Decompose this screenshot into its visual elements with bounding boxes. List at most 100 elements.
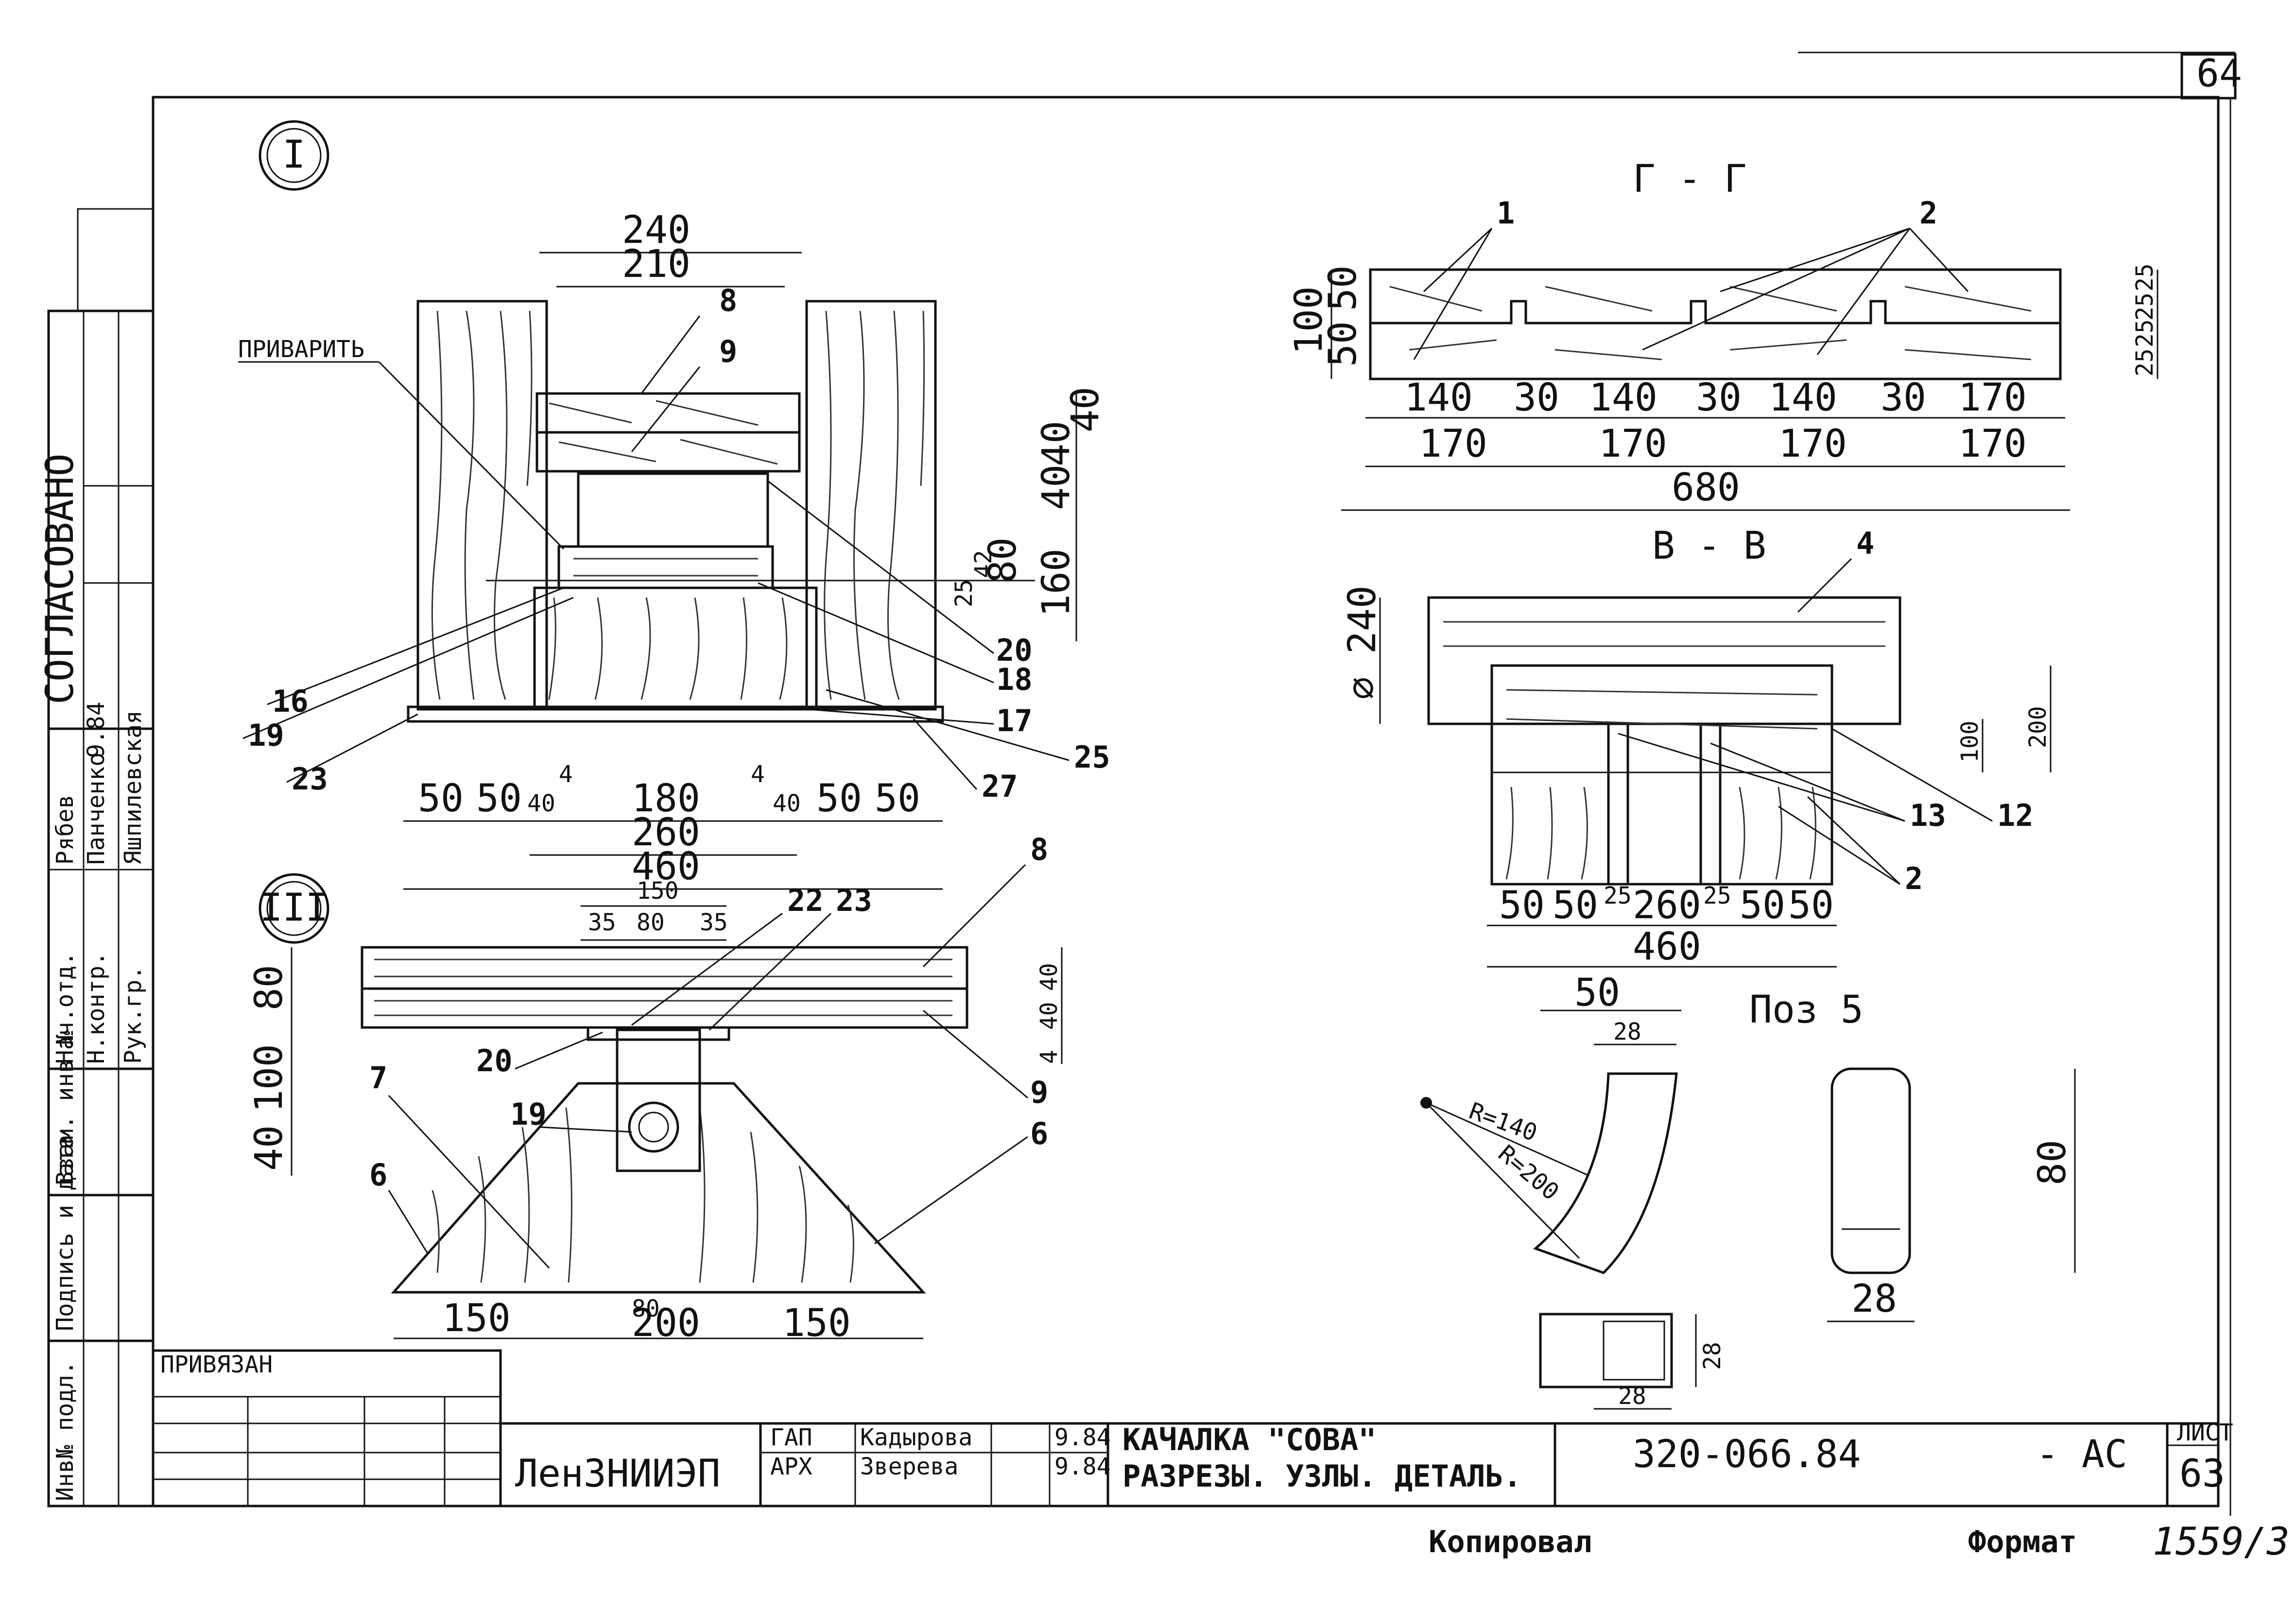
sheet-label: ЛИСТ — [2177, 1419, 2233, 1446]
section-GG-dim-row1-4: 30 — [1696, 376, 1742, 420]
node-I-dim-r6: 42 — [970, 550, 997, 578]
node-III-callout-19: 19 — [510, 1096, 547, 1132]
node-I-callout-18: 18 — [996, 662, 1033, 697]
node-III-dim-b1: 150 — [442, 1297, 511, 1340]
title-line-2: РАЗРЕЗЫ. УЗЛЫ. ДЕТАЛЬ. — [1122, 1458, 1521, 1494]
node-I-dim-b1: 50 — [418, 777, 464, 821]
node-III-dim-left-80: 80 — [247, 965, 291, 1010]
section-GG-dim-50a: 50 — [1321, 265, 1365, 311]
node-I-dim-460: 460 — [632, 845, 700, 889]
node-III-dim-left-100: 100 — [247, 1044, 291, 1113]
node-I-callout-16: 16 — [272, 684, 309, 719]
node-III-dim-right-1: 40 — [1036, 963, 1063, 991]
section-VV-dim-b6: 50 — [1740, 884, 1785, 927]
node-III-callout-20: 20 — [476, 1043, 513, 1078]
title-block: ПРИВЯЗАН ЛенЗНИИЭП ГАП АРХ Кадырова Звер… — [152, 1349, 2233, 1507]
section-GG-dim-row1-1: 140 — [1404, 376, 1473, 420]
node-I-dim-r3: 40 — [1035, 464, 1078, 510]
section-VV-dim-b4: 260 — [1633, 884, 1701, 927]
approval-name-2: Панченко — [83, 753, 110, 865]
pos5-dim-50: 50 — [1574, 971, 1620, 1015]
sheet-number-top-box — [2180, 53, 2237, 100]
approval-name-3: Яшпилевская — [120, 710, 147, 865]
pos5-side-view — [1830, 1067, 1911, 1274]
node-I-callout-20: 20 — [996, 633, 1033, 668]
node-I-dim-r2: 40 — [1035, 421, 1078, 466]
node-I: I ПРИВАРИТЬ 240 210 40 40 40 160 80 42 — [238, 120, 1110, 890]
node-I-dim-b4: 4 — [559, 761, 573, 788]
node-III-marker: III — [260, 886, 328, 930]
section-GG-dim-row2-3: 170 — [1778, 422, 1847, 466]
node-III-dim-150: 150 — [637, 877, 679, 905]
section-GG-title: Г - Г — [1633, 157, 1747, 201]
section-GG-callout-1: 1 — [1497, 195, 1515, 231]
node-I-callout-9: 9 — [719, 334, 737, 369]
node-I-dim-r5: 80 — [981, 537, 1025, 583]
section-GG-dim-row1-3: 140 — [1589, 376, 1657, 420]
node-III-dim-80: 80 — [637, 909, 665, 936]
approved-vertical: СОГЛАСОВАНО — [38, 453, 82, 704]
left-stamp: СОГЛАСОВАНО Рябев Панченко Яшпилевская Н… — [38, 208, 155, 1507]
node-III-callout-9: 9 — [1030, 1075, 1048, 1110]
node-I-dim-210: 210 — [622, 242, 691, 286]
section-GG-dim-r2: 25 — [2131, 292, 2158, 321]
node-I-dim-240: 240 — [622, 208, 691, 252]
section-VV-callout-2: 2 — [1905, 861, 1923, 896]
pos5-radius-200: R=200 — [1493, 1140, 1564, 1206]
node-I-dim-260: 260 — [632, 811, 700, 855]
sig-name-2: Зверева — [860, 1453, 958, 1480]
stamp-signature-date: Подпись и дата — [52, 1134, 79, 1331]
node-III-callout-8: 8 — [1030, 832, 1048, 867]
section-GG: Г - Г 1 2 100 50 50 25 25 25 25 140 30 1… — [1287, 157, 2158, 511]
node-III-dim-b4: 150 — [782, 1301, 851, 1345]
node-III: III 150 35 80 35 80 100 40 40 40 4 22 23… — [247, 832, 1063, 1345]
section-VV-callout-13: 13 — [1910, 798, 1946, 833]
format-label: Формат — [1968, 1524, 2077, 1559]
sig-name-1: Кадырова — [860, 1424, 972, 1451]
node-III-dim-right-3: 4 — [1036, 1050, 1063, 1064]
sig-role-1: ГАП — [770, 1424, 812, 1451]
section-GG-dim-r4: 25 — [2131, 348, 2158, 377]
section-GG-dim-row1-6: 30 — [1881, 376, 1926, 420]
section-VV-title: В - В — [1652, 524, 1766, 568]
section-GG-dim-row2-4: 170 — [1958, 422, 2027, 466]
node-I-dim-r1: 40 — [1064, 387, 1107, 432]
section-GG-dim-100: 100 — [1287, 286, 1331, 355]
stamp-vzam-inv: Взам. инв № — [52, 1031, 79, 1185]
pos5-dim-28c: 28 — [1699, 1342, 1726, 1370]
weld-note: ПРИВАРИТЬ — [238, 336, 364, 363]
right-post — [805, 300, 937, 711]
pos5-title: Поз 5 — [1749, 988, 1864, 1032]
node-III-dim-b2: 80 — [632, 1295, 660, 1322]
node-I-callout-25: 25 — [1074, 739, 1110, 775]
node-I-callout-8: 8 — [719, 283, 737, 318]
section-VV-callout-12: 12 — [1997, 798, 2034, 833]
section-VV-dim-b3: 25 — [1604, 882, 1632, 909]
section-VV: В - В 4 13 12 2 ⌀ 240 200 100 50 50 25 — [1341, 524, 2052, 969]
pos5-detail: Поз 5 R=140 R=200 50 28 80 28 28 28 — [1420, 971, 2076, 1410]
privyazan-label: ПРИВЯЗАН — [160, 1351, 273, 1378]
section-VV-callout-4: 4 — [1856, 526, 1874, 561]
section-GG-dim-total: 680 — [1672, 466, 1740, 510]
node-III-callout-6b: 6 — [1030, 1116, 1048, 1151]
sig-date-2: 9.84 — [1054, 1453, 1111, 1480]
section-VV-dim-b5: 25 — [1703, 882, 1731, 909]
section-VV-dim-b7: 50 — [1788, 884, 1834, 927]
node-I-dim-b6: 4 — [751, 761, 765, 788]
section-GG-dim-row2-2: 170 — [1599, 422, 1667, 466]
pos5-dim-80: 80 — [2031, 1140, 2074, 1185]
section-VV-dim-b1: 50 — [1499, 884, 1545, 927]
node-I-dim-b3: 40 — [527, 790, 555, 817]
section-GG-dim-row1-2: 30 — [1514, 376, 1559, 420]
section-VV-dim-total: 460 — [1633, 925, 1701, 969]
section-GG-dim-r1: 25 — [2131, 263, 2158, 291]
section-GG-dim-row2-1: 170 — [1419, 422, 1487, 466]
node-I-dim-b8: 50 — [816, 777, 862, 821]
section-GG-dim-row1-5: 140 — [1769, 376, 1837, 420]
section-GG-dim-50b: 50 — [1321, 321, 1365, 367]
node-III-callout-22: 22 — [787, 883, 824, 918]
node-III-dim-35a: 35 — [588, 909, 616, 936]
node-I-dim-b9: 50 — [875, 777, 920, 821]
